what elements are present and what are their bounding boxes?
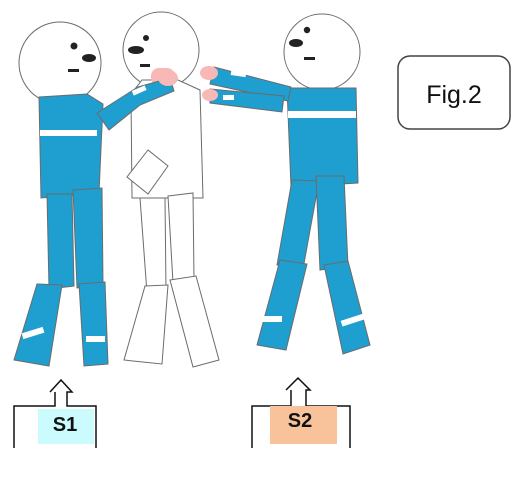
person-right-leg-left-stripe xyxy=(257,316,282,322)
person-right-leg-right-stripe xyxy=(340,313,366,327)
person-left-leg-left-stripe xyxy=(21,326,45,340)
person-right-leg-right xyxy=(315,175,349,271)
marker-s1-fill xyxy=(38,409,94,444)
person-right xyxy=(200,13,371,355)
marker-s1-arrow xyxy=(49,378,97,448)
person-left-torso xyxy=(38,93,104,199)
person-right-mouth xyxy=(304,57,315,60)
person-right-hand-upper xyxy=(200,66,218,80)
person-center-arm xyxy=(126,149,169,195)
marker-s2-arrow xyxy=(285,376,351,448)
person-right-hand-lower xyxy=(202,89,218,101)
person-left-leg-right-lower xyxy=(78,281,109,367)
person-center-leg-right xyxy=(167,192,195,284)
person-center-mouth xyxy=(140,64,150,67)
person-center-leg-right-lower xyxy=(169,275,220,368)
person-left-leg-left-lower xyxy=(13,283,63,367)
person-center-leg-left xyxy=(139,197,167,294)
person-center-leg-left-lower xyxy=(123,284,169,365)
person-right-arm-upper-stripe xyxy=(230,70,247,78)
person-right-leg-right-lower xyxy=(323,260,371,355)
person-right-nose xyxy=(289,39,303,47)
marker-s1-label: S1 xyxy=(53,414,77,436)
person-right-eye xyxy=(303,26,311,34)
person-center xyxy=(122,11,220,368)
person-left-leg-right-stripe xyxy=(86,336,105,342)
person-left xyxy=(13,21,178,367)
person-left-head xyxy=(18,21,102,105)
person-right-torso xyxy=(286,87,359,188)
figure-label-text: Fig.2 xyxy=(426,81,482,109)
person-right-torso-stripe xyxy=(288,111,356,118)
person-right-leg-left-lower xyxy=(256,259,308,351)
person-left-mouth xyxy=(68,69,79,72)
person-right-leg-left xyxy=(276,179,320,270)
person-left-hand xyxy=(158,70,178,86)
marker-s1-box-left xyxy=(13,392,56,448)
marker-s2: S2 xyxy=(251,376,351,448)
marker-s1: S1 xyxy=(13,378,97,448)
person-left-arm xyxy=(96,77,175,131)
marker-s2-fill xyxy=(270,406,337,444)
person-left-eye xyxy=(70,42,78,50)
marker-s2-label: S2 xyxy=(288,410,312,432)
person-left-leg-left xyxy=(46,193,75,290)
person-left-nose xyxy=(82,54,96,62)
figure-label-box: Fig.2 xyxy=(397,55,511,130)
person-left-leg-right xyxy=(72,187,104,289)
person-center-eye xyxy=(143,35,149,41)
person-right-arm-lower-stripe xyxy=(223,95,234,100)
person-left-torso-stripe xyxy=(40,130,97,136)
person-right-head xyxy=(283,13,361,91)
person-left-arm-stripe xyxy=(131,85,147,96)
person-center-nose xyxy=(128,46,144,54)
